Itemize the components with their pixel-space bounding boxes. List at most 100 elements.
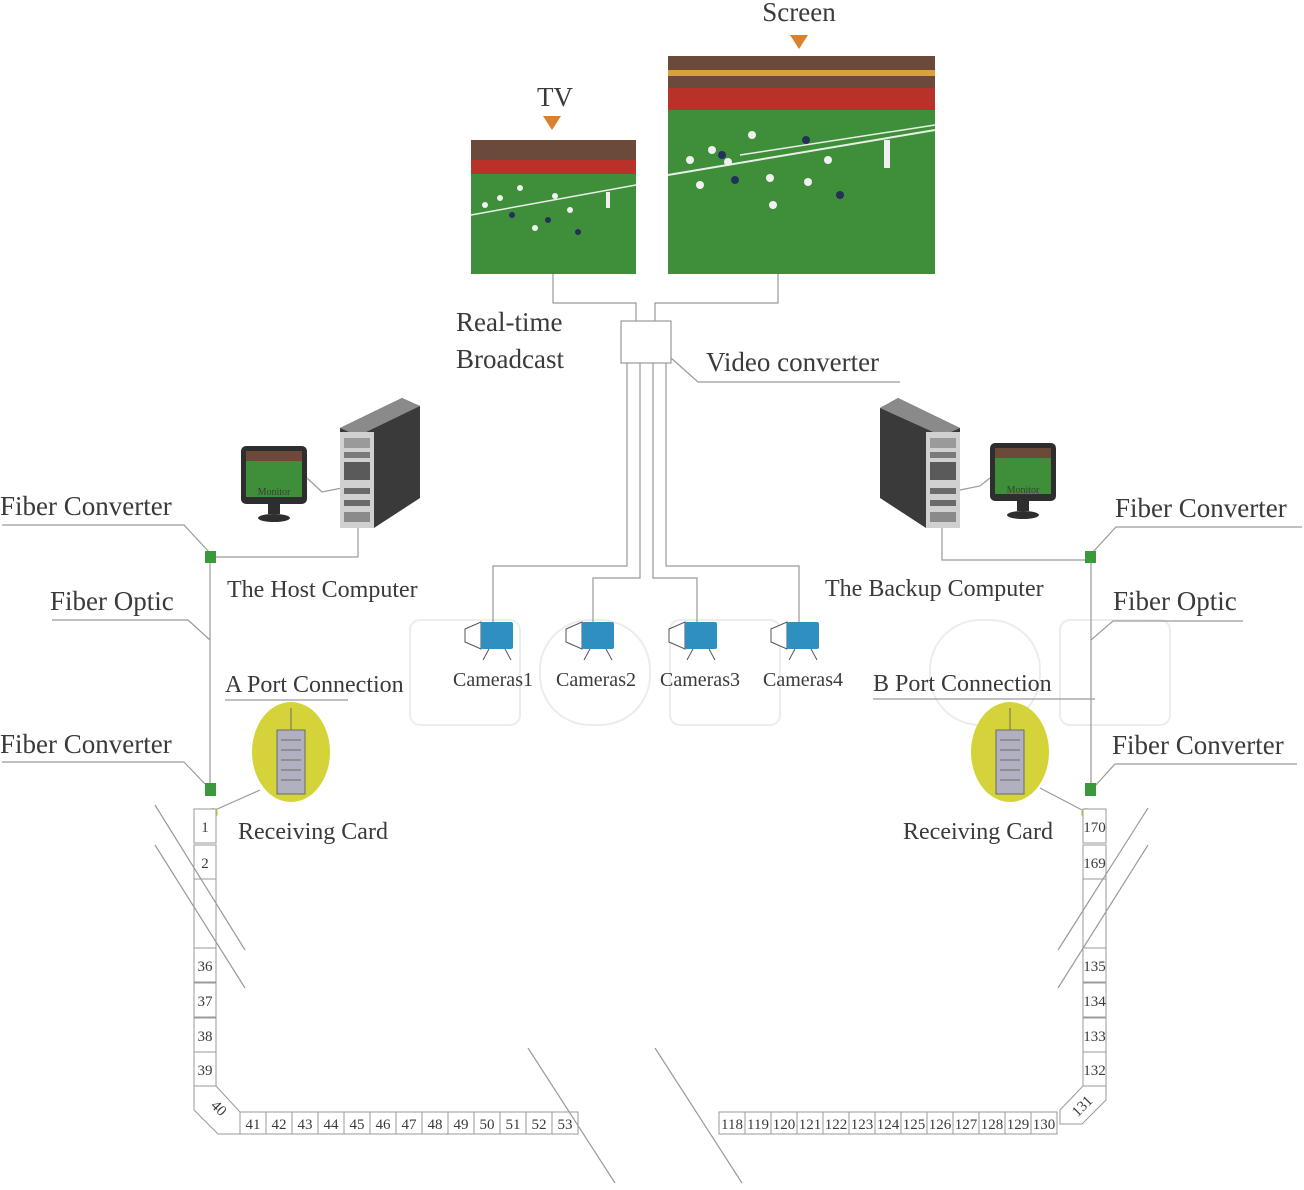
cabinet-cell: 47 [395, 1111, 423, 1135]
cabinet-cell: 1 [193, 808, 217, 844]
corner-cell-left: 40 [193, 1085, 241, 1135]
cabinet-cell-label: 120 [773, 1117, 796, 1133]
fiber-converter-bottom-right-icon [1085, 783, 1096, 796]
camera-4: Cameras4 [763, 621, 843, 691]
cabinet-cell-label: 125 [903, 1117, 926, 1133]
receiving-card-right-label: Receiving Card [903, 819, 1053, 845]
cabinet-cell: 44 [317, 1111, 345, 1135]
fiber-converter-bottom-left-label: Fiber Converter [0, 729, 172, 759]
cabinet-cell-label: 39 [198, 1063, 213, 1079]
cabinet-cell: 132 [1082, 1051, 1107, 1087]
cabinet-cell-label: 2 [201, 856, 209, 872]
camera-leg [810, 648, 818, 661]
camera-label: Cameras4 [763, 669, 843, 691]
camera-body-icon [787, 622, 819, 649]
fiber-optic-right-label: Fiber Optic [1113, 586, 1237, 616]
cabinet-cell: 134 [1082, 982, 1107, 1018]
cabinet-cell-label: 50 [480, 1117, 495, 1133]
video-converter-label: Video converter [706, 347, 879, 377]
camera-leg [686, 648, 694, 661]
camera-leg [482, 648, 490, 661]
cabinet-cell: 127 [952, 1111, 980, 1135]
cabinet-cell-box [551, 1111, 579, 1135]
camera-body-icon [685, 622, 717, 649]
corner-cell-right-box [1059, 1085, 1107, 1125]
b-port-connection-label: B Port Connection [873, 671, 1052, 697]
cabinet-cell: 53 [551, 1111, 579, 1135]
cabinet-cell-label: 170 [1083, 820, 1106, 836]
cabinet-cell-label: 42 [272, 1117, 287, 1133]
cabinet-cell-label: 124 [877, 1117, 900, 1133]
cabinet-cell-label: 130 [1033, 1117, 1056, 1133]
realtime-broadcast-label-line1: Real-time [456, 307, 562, 337]
camera-label: Cameras1 [453, 669, 533, 691]
video-converter-box [620, 320, 672, 364]
camera-leg [583, 648, 591, 661]
cabinet-cell: 129 [1004, 1111, 1032, 1135]
realtime-broadcast-label-line2: Broadcast [456, 344, 564, 374]
cabinet-cell-label: 49 [454, 1117, 469, 1133]
screen-image [667, 56, 936, 274]
cabinet-cell: 126 [926, 1111, 954, 1135]
backup-monitor-text: Monitor [1007, 485, 1040, 496]
fiber-converter-bottom-right-label: Fiber Converter [1112, 730, 1284, 760]
cabinet-cell: 46 [369, 1111, 397, 1135]
host-monitor-icon: Monitor [241, 446, 307, 522]
cabinet-cell-label: 38 [198, 1029, 213, 1045]
cabinet-cell-label: 52 [532, 1117, 547, 1133]
tv-arrow-icon [543, 116, 561, 130]
fiber-converter-top-right-label: Fiber Converter [1115, 493, 1287, 523]
camera-body-icon [582, 622, 614, 649]
break-lines [154, 804, 1149, 1184]
receiving-card-left-icon [252, 702, 330, 802]
camera-2: Cameras2 [556, 621, 636, 691]
a-port-connection-label: A Port Connection [225, 672, 404, 698]
backup-computer-label: The Backup Computer [825, 576, 1044, 602]
fiber-optic-left-label: Fiber Optic [50, 586, 174, 616]
backup-monitor-icon: Monitor [990, 443, 1056, 519]
cabinet-cell: 52 [525, 1111, 553, 1135]
corner-cell-right: 131 [1059, 1085, 1107, 1125]
fiber-converter-top-left-label: Fiber Converter [0, 491, 172, 521]
cabinet-cell-box [1082, 982, 1107, 1018]
screen-arrow-icon [790, 35, 808, 49]
cabinet-cell: 41 [239, 1111, 267, 1135]
cabinet-cell: 119 [744, 1111, 772, 1135]
cabinet-cell-label: 36 [198, 959, 214, 975]
cabinet-cell: 123 [848, 1111, 876, 1135]
tv-image [470, 140, 637, 274]
cabinet-cell-label: 37 [198, 994, 214, 1010]
cabinet-cell: 43 [291, 1111, 319, 1135]
cabinet-cell: 122 [822, 1111, 850, 1135]
fiber-converter-bottom-left-icon [205, 783, 216, 796]
cabinet-cell-label: 41 [246, 1117, 261, 1133]
camera-lens-icon [565, 621, 583, 650]
host-computer-label: The Host Computer [227, 577, 418, 603]
cabinet-cell: 42 [265, 1111, 293, 1135]
cabinet-cell-label: 123 [851, 1117, 874, 1133]
receiving-card-right-icon [971, 702, 1049, 802]
cabinet-cell: 124 [874, 1111, 902, 1135]
camera-leg [605, 648, 613, 661]
right-column-gap [1082, 878, 1107, 949]
receiving-card-left-label: Receiving Card [238, 819, 388, 845]
fiber-converter-top-right-icon [1085, 551, 1096, 563]
cabinet-cell-label: 134 [1083, 994, 1106, 1010]
cabinet-cell-label: 119 [747, 1117, 769, 1133]
host-tower-icon [340, 398, 420, 528]
cabinet-cell-label: 47 [402, 1117, 418, 1133]
cabinet-cell-label: 127 [955, 1117, 978, 1133]
cabinet-cell-label: 46 [376, 1117, 392, 1133]
camera-body-icon [481, 622, 513, 649]
cabinet-cell: 169 [1082, 844, 1107, 880]
cabinet-cell-label: 53 [558, 1117, 573, 1133]
cabinet-cell: 118 [718, 1111, 746, 1135]
cabinet-cell-label: 44 [324, 1117, 340, 1133]
left-column-gap [193, 878, 217, 949]
cabinet-cell-label: 169 [1083, 856, 1106, 872]
cabinet-cell: 128 [978, 1111, 1006, 1135]
host-monitor-text: Monitor [258, 487, 291, 498]
